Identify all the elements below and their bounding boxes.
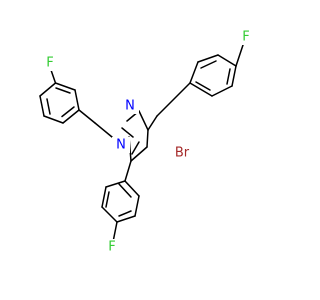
molecule-structure-diagram: F F F N N Br — [39, 29, 254, 255]
nitrogen-label-upper: N — [125, 99, 135, 114]
bond-lines — [39, 41, 245, 243]
nitrogen-atom-lower: N — [112, 137, 130, 153]
bromine-atom: Br — [170, 145, 194, 161]
atom-labels: F F F N N Br — [42, 29, 254, 255]
bromine-label: Br — [175, 146, 190, 161]
nitrogen-label-lower: N — [116, 138, 126, 153]
fluorine-label-top-aryl: F — [242, 30, 249, 45]
fluorine-atom-bottom-aryl: F — [104, 239, 120, 255]
fluorine-label-benzyl: F — [46, 56, 53, 71]
fluorine-label-bottom-aryl: F — [108, 240, 115, 255]
fluorine-atom-benzyl: F — [42, 55, 58, 71]
nitrogen-atom-upper: N — [121, 98, 139, 114]
fluorine-atom-top-aryl: F — [238, 29, 254, 45]
